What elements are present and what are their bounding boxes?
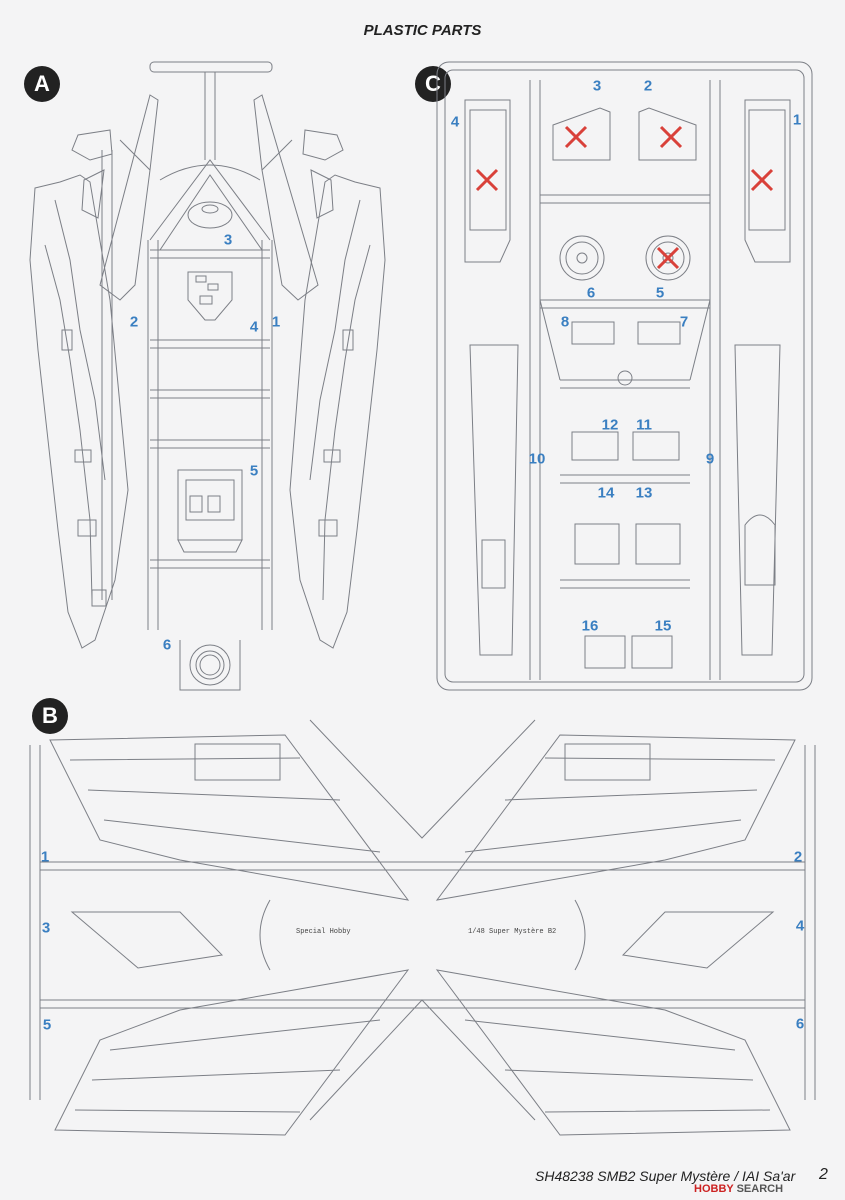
sprue-c-part-12: 12: [601, 416, 619, 434]
sprue-c-part-6: 6: [586, 284, 596, 302]
watermark-search: SEARCH: [736, 1183, 784, 1195]
sprue-b-part-2: 2: [793, 848, 803, 866]
sprue-a-badge: A: [24, 66, 60, 102]
sprue-c-part-14: 14: [597, 484, 615, 502]
sprue-a-part-6: 6: [162, 636, 172, 654]
sprue-c-part-10: 10: [528, 450, 546, 468]
sprue-a-part-5: 5: [249, 462, 259, 480]
sprue-c-part-3: 3: [592, 77, 602, 95]
sprue-a-part-4: 4: [249, 318, 259, 336]
sprue-marking-special-hobby: Special Hobby: [296, 928, 351, 936]
sprue-b-drawing: [29, 719, 816, 1136]
sprue-c-part-15: 15: [654, 617, 672, 635]
sprue-a-part-1: 1: [271, 313, 281, 331]
sprue-b-part-5: 5: [42, 1016, 52, 1034]
sprue-b-part-3: 3: [41, 919, 51, 937]
sprue-a-part-3: 3: [223, 231, 233, 249]
sprue-c-part-11: 11: [636, 416, 652, 434]
sprue-c-drawing: [436, 61, 813, 691]
watermark-hobby: HOBBY: [694, 1183, 734, 1195]
sprue-c-part-13: 13: [635, 484, 653, 502]
sprue-c-part-9: 9: [705, 450, 715, 468]
sprue-c-part-8: 8: [560, 313, 570, 331]
sprue-b-part-1: 1: [40, 848, 50, 866]
sprue-b-badge: B: [32, 698, 68, 734]
sprue-c-part-2: 2: [643, 77, 653, 95]
sprue-c-part-1: 1: [792, 111, 802, 129]
sprue-b-part-6: 6: [795, 1015, 805, 1033]
watermark: HOBBY SEARCH: [694, 1183, 783, 1195]
page-number: 2: [819, 1166, 828, 1183]
sprue-c-part-5: 5: [655, 284, 665, 302]
sprue-c-part-16: 16: [581, 617, 599, 635]
page-title: PLASTIC PARTS: [363, 22, 482, 39]
sprue-marking-model-name: 1/48 Super Mystère B2: [468, 928, 557, 936]
sprue-a-part-2: 2: [129, 313, 139, 331]
sprue-a-drawing: [29, 61, 386, 691]
sprue-c-part-7: 7: [679, 313, 689, 331]
footer-product: SH48238 SMB2 Super Mystère / IAI Sa'ar: [535, 1168, 796, 1184]
sprue-b-part-4: 4: [795, 917, 805, 935]
sprue-c-part-4: 4: [450, 113, 460, 131]
